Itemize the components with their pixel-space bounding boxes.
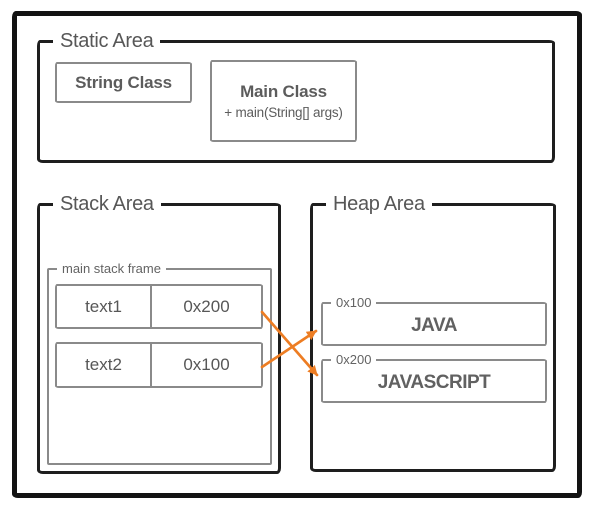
static-area-label: Static Area: [53, 29, 161, 54]
variable-name-cell: text1: [57, 286, 152, 327]
heap-address-label: 0x200: [331, 352, 377, 368]
stack-area-label: Stack Area: [53, 192, 161, 217]
heap-object-java: 0x100 JAVA: [321, 295, 547, 346]
string-class-label: String Class: [75, 72, 172, 92]
string-class-box: String Class: [55, 62, 192, 103]
outer-border: [12, 11, 582, 498]
main-class-box: Main Class + main(String[] args): [210, 60, 357, 142]
main-stack-frame: main stack frame text1 0x200 text2 0x100: [47, 261, 272, 465]
heap-object-javascript: 0x200 JAVASCRIPT: [321, 352, 547, 403]
stack-area: Stack Area main stack frame text1 0x200 …: [37, 192, 281, 474]
heap-object-value: JAVASCRIPT: [377, 372, 491, 393]
heap-area: Heap Area 0x100 JAVA 0x200 JAVASCRIPT: [310, 192, 556, 472]
variable-address-cell: 0x200: [183, 296, 230, 316]
stack-row-text2: text2 0x100: [55, 342, 263, 388]
variable-address-cell: 0x100: [183, 355, 230, 374]
variable-name-cell: text2: [57, 344, 152, 386]
main-class-method-signature: + main(String[] args): [224, 105, 343, 120]
heap-address-label: 0x100: [331, 295, 377, 311]
stack-row-text1: text1 0x200: [55, 284, 263, 329]
heap-area-label: Heap Area: [326, 192, 432, 217]
heap-object-value: JAVA: [411, 315, 457, 336]
static-area: Static Area String Class Main Class + ma…: [37, 29, 555, 163]
main-class-title: Main Class: [240, 82, 327, 101]
main-stack-frame-label: main stack frame: [57, 261, 166, 277]
